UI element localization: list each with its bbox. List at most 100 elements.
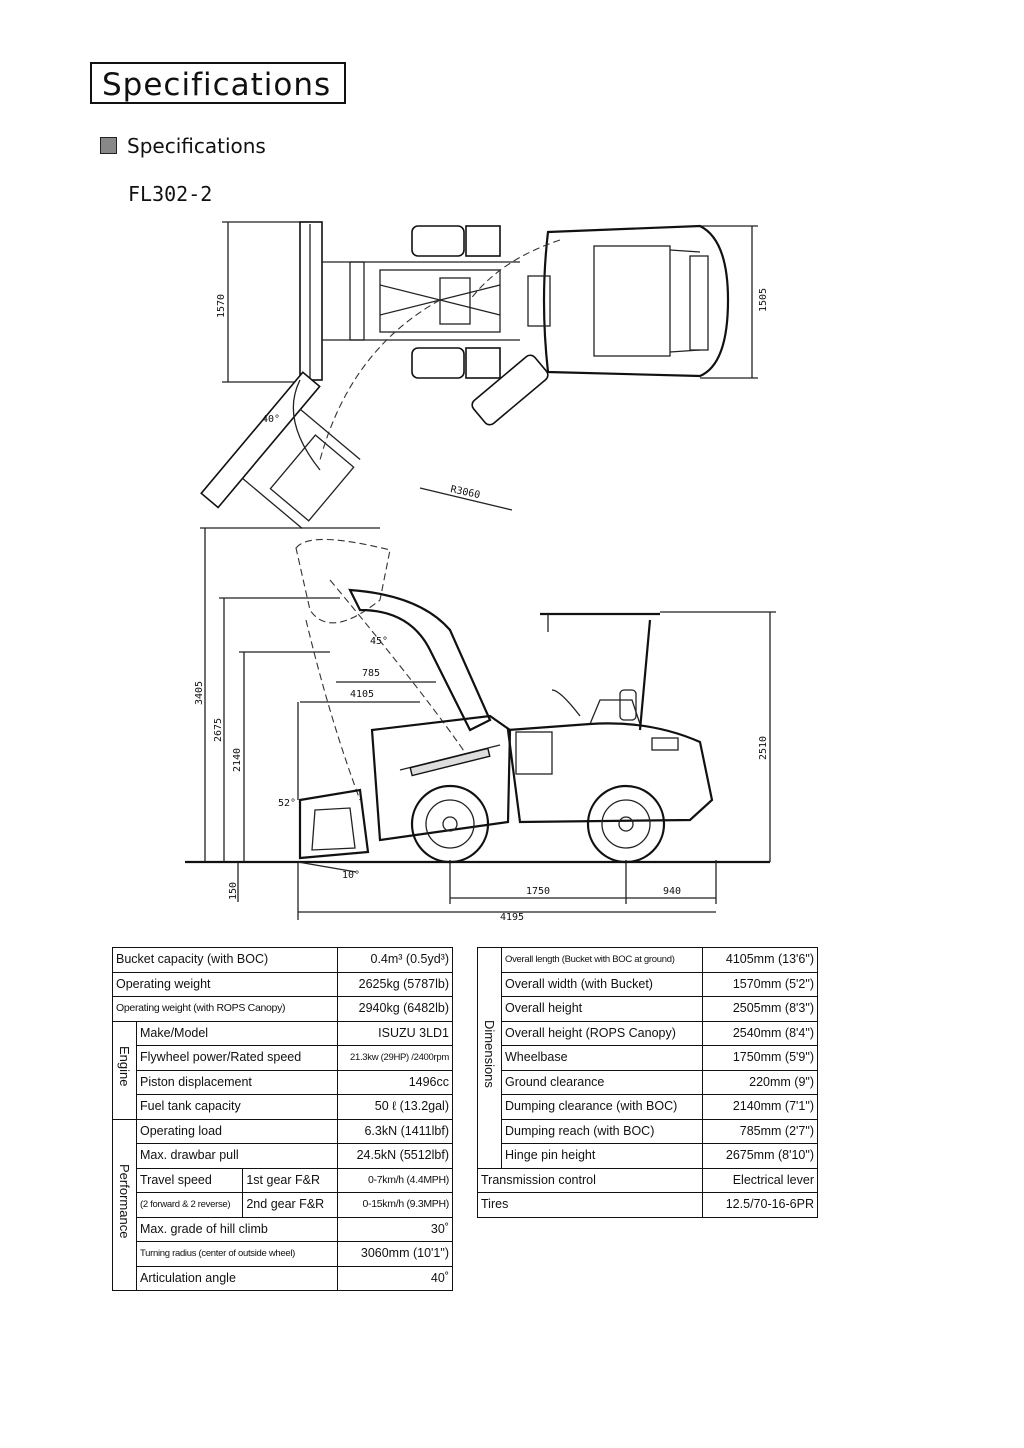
spec-label: Make/Model: [136, 1020, 338, 1046]
spec-label: (2 forward & 2 reverse): [135, 1192, 244, 1218]
spec-value: 30˚: [336, 1216, 454, 1242]
table-row: (2 forward & 2 reverse) 2nd gear F&R 0-1…: [113, 1192, 454, 1218]
table-row: Tires 12.5/70-16-6PR: [476, 1192, 818, 1218]
table-row: Fuel tank capacity 50 ℓ (13.2gal): [113, 1094, 454, 1120]
spec-label: Operating weight: [112, 971, 338, 997]
spec-label: Transmission control: [476, 1167, 704, 1193]
spec-label: Turning radius (center of outside wheel): [136, 1241, 338, 1267]
spec-value: 2540mm (8'4"): [702, 1020, 818, 1046]
table-row: Operating weight (with ROPS Canopy) 2940…: [112, 996, 454, 1022]
section-title: Specifications: [127, 134, 266, 158]
spec-label: Articulation angle: [136, 1265, 338, 1291]
spec-value: ISUZU 3LD1: [336, 1020, 454, 1046]
table-row: Overall height (ROPS Canopy) 2540mm (8'4…: [478, 1020, 818, 1046]
dim-height-2510: 2510: [758, 736, 769, 760]
table-row: Engine Make/Model ISUZU 3LD1: [112, 1020, 454, 1120]
dim-angle-45: 45°: [370, 636, 388, 647]
table-row: Operating weight 2625kg (5787lb): [112, 971, 454, 997]
table-row: Ground clearance 220mm (9"): [478, 1069, 818, 1095]
page-title-box: Specifications: [90, 62, 346, 104]
spec-value: 2140mm (7'1"): [702, 1094, 818, 1120]
table-row: Flywheel power/Rated speed 21.3kw (29HP)…: [113, 1045, 454, 1071]
spec-value: 2675mm (8'10"): [702, 1143, 818, 1169]
spec-value: 2505mm (8'3"): [702, 996, 818, 1022]
spec-label: Fuel tank capacity: [136, 1094, 338, 1120]
spec-label: Overall width (with Bucket): [500, 971, 704, 997]
spec-table-dimensions: Dimensions Overall length (Bucket with B…: [476, 947, 818, 1218]
performance-group-text: Performance: [117, 1163, 132, 1238]
spec-label: Max. grade of hill climb: [136, 1216, 338, 1242]
spec-sublabel: 1st gear F&R: [242, 1167, 338, 1193]
model-name: FL302-2: [128, 182, 213, 206]
spec-label: Ground clearance: [500, 1069, 704, 1095]
dimensions-group-label: Dimensions: [477, 947, 502, 1169]
dim-height-2675: 2675: [213, 718, 224, 742]
spec-label: Operating load: [136, 1118, 338, 1144]
spec-value: 2625kg (5787lb): [336, 971, 454, 997]
spec-value: 1570mm (5'2"): [702, 971, 818, 997]
dim-reach-785: 785: [362, 668, 380, 679]
spec-value: 0.4m³ (0.5yd³): [336, 947, 454, 973]
square-bullet-icon: [100, 137, 117, 154]
dim-width-bucket: 1570: [216, 294, 227, 318]
table-row: Dumping clearance (with BOC) 2140mm (7'1…: [478, 1094, 818, 1120]
dim-length-4105: 4105: [350, 689, 374, 700]
dim-height-2140: 2140: [232, 748, 243, 772]
dim-height-150: 150: [228, 882, 239, 900]
dim-wheelbase-1750: 1750: [526, 886, 550, 897]
dimensions-group-text: Dimensions: [482, 1019, 497, 1088]
dim-total-4195: 4195: [500, 912, 524, 923]
spec-value: 3060mm (10'1"): [336, 1241, 454, 1267]
spec-value: 0-15km/h (9.3MPH): [336, 1192, 454, 1218]
table-row: Wheelbase 1750mm (5'9"): [478, 1045, 818, 1071]
spec-label: Overall height (ROPS Canopy): [500, 1020, 704, 1046]
spec-label: Overall height: [500, 996, 704, 1022]
spec-value: 1750mm (5'9"): [702, 1045, 818, 1071]
table-row: Travel speed 1st gear F&R 0-7km/h (4.4MP…: [113, 1167, 454, 1193]
table-row: Dimensions Overall length (Bucket with B…: [477, 947, 818, 1169]
table-row: Max. grade of hill climb 30˚: [113, 1216, 454, 1242]
spec-value: 4105mm (13'6"): [702, 947, 818, 973]
spec-label: Overall length (Bucket with BOC at groun…: [500, 947, 704, 973]
table-row: Articulation angle 40˚: [113, 1265, 454, 1291]
dim-940: 940: [663, 886, 681, 897]
dim-angle-10: 10°: [342, 870, 360, 881]
table-row: Hinge pin height 2675mm (8'10"): [478, 1143, 818, 1169]
spec-value: 50 ℓ (13.2gal): [336, 1094, 454, 1120]
page-title: Specifications: [102, 67, 332, 103]
spec-value: 24.5kN (5512lbf): [336, 1143, 454, 1169]
spec-label: Wheelbase: [500, 1045, 704, 1071]
section-heading: Specifications: [100, 134, 266, 158]
spec-value: Electrical lever: [702, 1167, 818, 1193]
spec-value: 6.3kN (1411lbf): [336, 1118, 454, 1144]
spec-sublabel: 2nd gear F&R: [242, 1192, 338, 1218]
dim-angle-52: 52°: [278, 798, 296, 809]
spec-label: Max. drawbar pull: [136, 1143, 338, 1169]
table-row: Performance Operating load 6.3kN (1411lb…: [112, 1118, 454, 1291]
spec-value: 2940kg (6482lb): [336, 996, 454, 1022]
spec-label: Piston displacement: [136, 1069, 338, 1095]
spec-label: Dumping clearance (with BOC): [500, 1094, 704, 1120]
table-row: Overall width (with Bucket) 1570mm (5'2"…: [478, 971, 818, 997]
spec-label: Travel speed: [135, 1167, 244, 1193]
dim-width-body: 1505: [758, 288, 769, 312]
spec-value: 1496cc: [336, 1069, 454, 1095]
table-row: Turning radius (center of outside wheel)…: [113, 1241, 454, 1267]
table-row: Dumping reach (with BOC) 785mm (2'7"): [478, 1118, 818, 1144]
spec-label: Flywheel power/Rated speed: [136, 1045, 338, 1071]
spec-value: 12.5/70-16-6PR: [702, 1192, 818, 1218]
spec-table-general: Bucket capacity (with BOC) 0.4m³ (0.5yd³…: [112, 947, 454, 1291]
spec-value: 785mm (2'7"): [702, 1118, 818, 1144]
spec-label: Tires: [476, 1192, 704, 1218]
table-row: Bucket capacity (with BOC) 0.4m³ (0.5yd³…: [112, 947, 454, 973]
dim-articulation-angle: 40°: [262, 414, 280, 425]
spec-label: Bucket capacity (with BOC): [112, 947, 338, 973]
spec-value: 40˚: [336, 1265, 454, 1291]
spec-label: Dumping reach (with BOC): [500, 1118, 704, 1144]
spec-value: 220mm (9"): [702, 1069, 818, 1095]
spec-value: 0-7km/h (4.4MPH): [336, 1167, 454, 1193]
table-row: Piston displacement 1496cc: [113, 1069, 454, 1095]
spec-label: Operating weight (with ROPS Canopy): [112, 996, 338, 1022]
